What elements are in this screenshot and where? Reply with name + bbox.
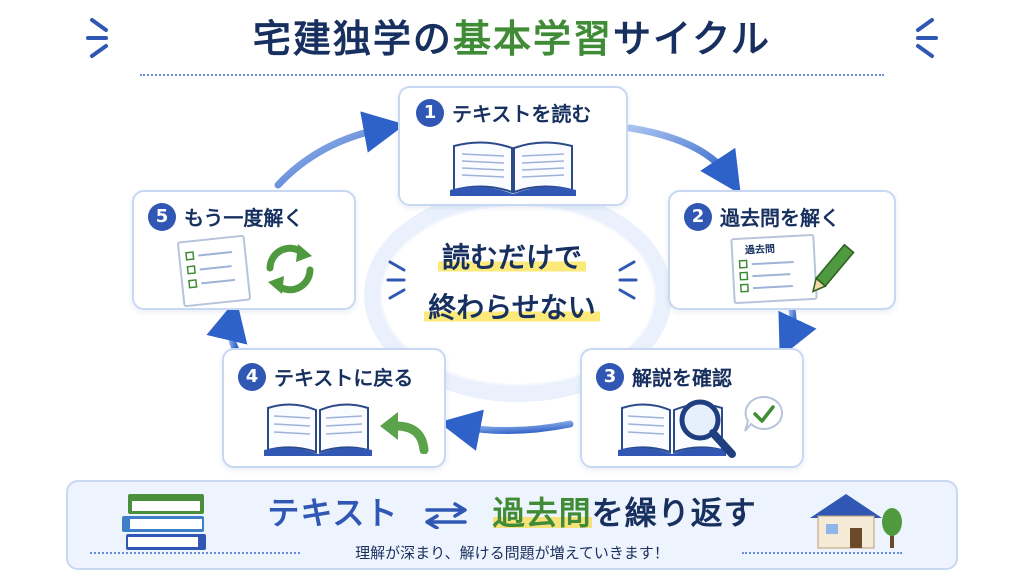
step-label: 解説を確認	[632, 366, 732, 390]
banner-headline: テキスト 過去問を繰り返す	[0, 488, 1024, 534]
check-bubble-icon	[744, 395, 784, 432]
magnifier-icon	[679, 399, 736, 458]
arrow-1-to-2	[626, 124, 741, 195]
step-card-4: 4 テキストに戻る	[222, 348, 446, 468]
sparkle-center-right-icon	[618, 260, 638, 300]
step-number-badge: 3	[596, 362, 624, 391]
swap-arrows-icon	[424, 502, 467, 530]
return-arrow-icon	[380, 412, 429, 454]
arrow-5-to-1	[274, 111, 406, 189]
arrow-4-to-5	[206, 298, 248, 354]
sparkle-right-icon	[916, 18, 938, 58]
book-stack-icon	[122, 494, 206, 550]
step-3-header: 3 解説を確認	[596, 362, 732, 391]
step-label: テキストを読む	[452, 102, 592, 126]
banner-dots-right	[742, 552, 902, 554]
step-number-badge: 4	[238, 362, 266, 391]
open-book-icon	[450, 141, 576, 196]
answer-sheet	[176, 234, 252, 308]
step-label: テキストに戻る	[274, 366, 414, 390]
step-1-header: 1 テキストを読む	[416, 98, 591, 127]
banner-word-text: テキスト	[267, 494, 399, 532]
sparkle-left-icon	[86, 18, 108, 58]
title-highlight: 基本学習	[452, 17, 613, 61]
arrow-2-to-3	[778, 306, 817, 358]
exam-sheet: 過去問	[730, 233, 818, 305]
title-divider	[140, 74, 884, 76]
center-message-line1: 読むだけで	[0, 236, 1024, 276]
banner-word-kakomon: 過去問	[492, 494, 592, 532]
sparkle-center-left-icon	[386, 260, 406, 300]
house-icon	[810, 494, 902, 549]
step-4-header: 4 テキストに戻る	[238, 362, 413, 391]
banner-subtext: 理解が深まり、解ける問題が増えていきます！	[355, 544, 669, 562]
step-2-header: 2 過去問を解く	[684, 202, 840, 231]
step-number-badge: 5	[148, 202, 176, 231]
banner-dots-left	[90, 552, 300, 554]
page-title: 宅建独学の基本学習サイクル	[0, 8, 1024, 63]
step-label: もう一度解く	[184, 206, 304, 230]
open-book-icon	[264, 403, 372, 456]
step-card-5: 5 もう一度解く	[132, 190, 356, 310]
arrow-3-to-4	[438, 409, 574, 451]
step-card-3: 3 解説を確認	[580, 348, 804, 468]
step-label: 過去問を解く	[720, 206, 840, 230]
checklist-icon	[185, 251, 236, 289]
title-part2: サイクル	[612, 17, 772, 61]
center-message-line2: 終わらせない	[0, 286, 1024, 326]
step-card-1: 1 テキストを読む	[398, 86, 628, 206]
checklist-icon	[738, 259, 794, 293]
step-number-badge: 2	[684, 202, 712, 231]
step-number-badge: 1	[416, 98, 444, 127]
refresh-cycle-icon	[266, 244, 314, 294]
title-part1: 宅建独学の	[252, 17, 453, 61]
step-card-2: 2 過去問を解く 過去問	[668, 190, 896, 310]
banner-suffix: を繰り返す	[591, 494, 757, 532]
step-5-header: 5 もう一度解く	[148, 202, 303, 231]
pencil-icon	[811, 243, 855, 293]
